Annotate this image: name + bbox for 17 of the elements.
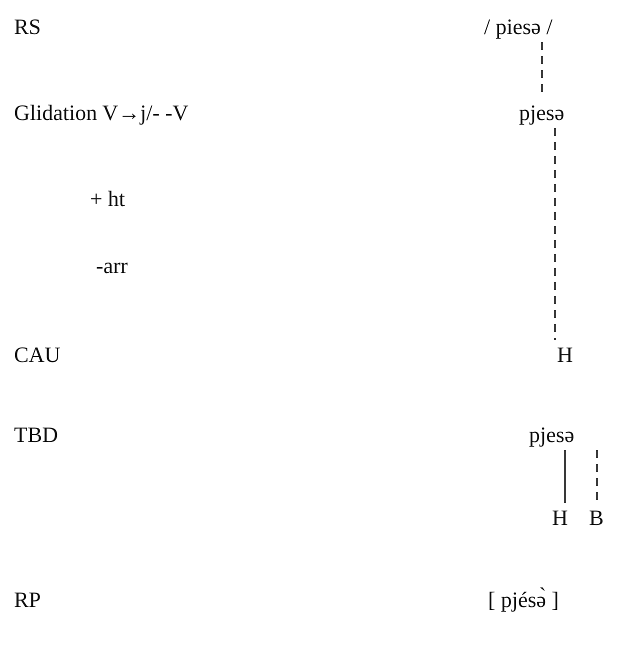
phonetic-form: H bbox=[552, 505, 568, 531]
row-label: + ht bbox=[90, 186, 126, 212]
phonetic-form: B bbox=[589, 505, 604, 531]
row-label: RS bbox=[14, 14, 41, 40]
phonetic-form: pjesə bbox=[529, 422, 574, 448]
phonetic-form: [ pjésə̀ ] bbox=[488, 587, 559, 613]
phonetic-form: H bbox=[557, 342, 573, 368]
row-label: CAU bbox=[14, 342, 60, 368]
phonetic-form: pjesə bbox=[519, 100, 564, 126]
row-label: RP bbox=[14, 587, 41, 613]
connector-line bbox=[554, 128, 556, 340]
row-label: Glidation V→j/- -V bbox=[14, 100, 188, 126]
row-label: TBD bbox=[14, 422, 58, 448]
connector-line bbox=[596, 450, 598, 503]
phonetic-form: / piesə / bbox=[484, 14, 552, 40]
connector-line bbox=[564, 450, 566, 503]
row-label: -arr bbox=[96, 253, 128, 279]
